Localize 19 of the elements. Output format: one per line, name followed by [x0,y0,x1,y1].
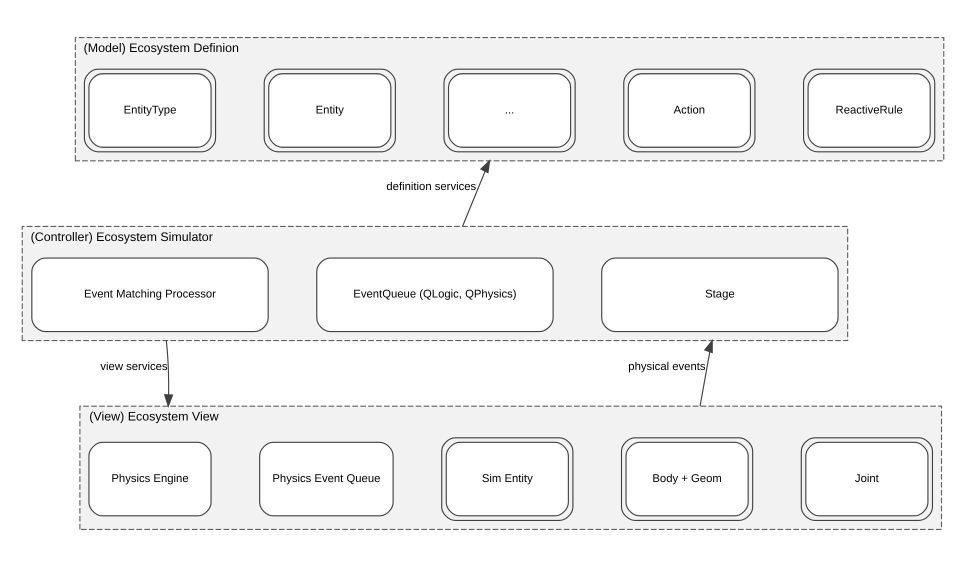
node-box: Joint [800,436,934,520]
node-box: Entity [264,68,396,152]
edge-label: physical events [628,360,706,373]
arrow [164,340,174,408]
node-box: ReactiveRule [803,68,936,152]
node-box: EntityType [84,68,216,152]
node-box: Stage [601,257,839,332]
node-box: Physics Engine [88,441,212,516]
edge-label: definition services [386,180,476,193]
node-box: Sim Entity [441,436,574,520]
node-box: ... [443,68,576,152]
node-box: Action [623,68,756,152]
arrow [699,338,713,406]
node-box: Body + Geom [620,436,754,520]
node-box: EventQueue (QLogic, QPhysics) [316,257,554,332]
arrow [462,158,490,226]
node-box: Event Matching Processor [31,257,269,332]
node-box: Physics Event Queue [259,441,394,516]
edge-label: view services [100,360,168,372]
